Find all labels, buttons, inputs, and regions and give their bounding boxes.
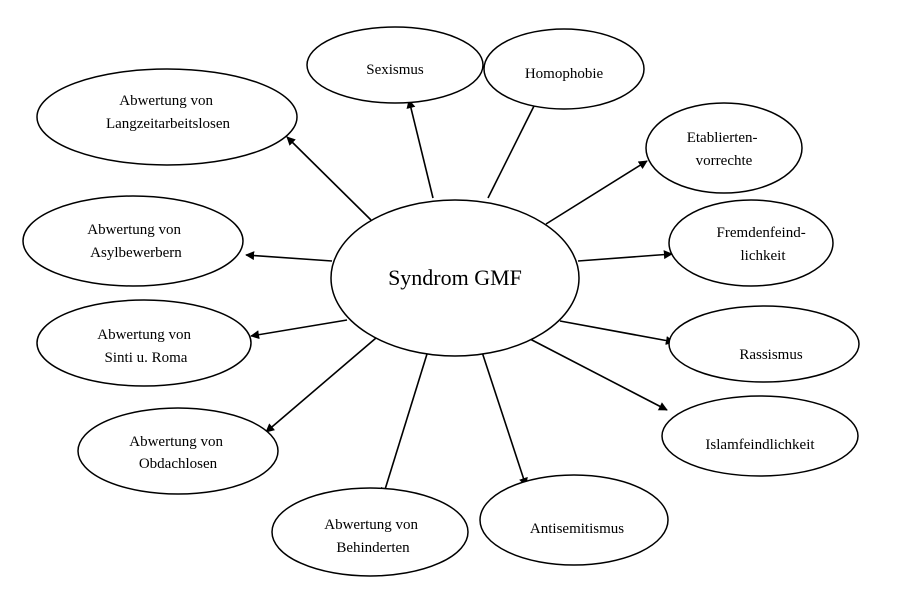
center-node: Syndrom GMF xyxy=(330,199,580,357)
node-abwertung-obdachlosen-label: Abwertung von Obdachlosen xyxy=(129,434,227,472)
node-abwertung-behinderten: Abwertung von Behinderten xyxy=(271,487,469,577)
node-fremdenfeindlichkeit-line-1: Fremdenfeind- xyxy=(717,225,806,241)
node-abwertung-obdachlosen-line-2: Obdachlosen xyxy=(139,456,218,472)
node-abwertung-behinderten-line-1: Abwertung von xyxy=(324,517,418,533)
node-abwertung-langzeitarbeitslosen: Abwertung von Langzeitarbeitslosen xyxy=(36,68,298,166)
node-abwertung-behinderten-line-2: Behinderten xyxy=(336,540,410,556)
arrow-to-rassismus xyxy=(559,320,675,345)
node-abwertung-langzeitarbeitslosen-line-2: Langzeitarbeitslosen xyxy=(106,116,231,132)
node-rassismus-label: Rassismus xyxy=(739,347,803,363)
node-abwertung-langzeitarbeitslosen-line-1: Abwertung von xyxy=(119,93,213,109)
node-abwertung-sinti-roma-label: Abwertung von Sinti u. Roma xyxy=(97,327,195,366)
node-etablierten-vorrechte-line-1: Etablierten- xyxy=(687,130,758,146)
node-homophobie: Homophobie xyxy=(483,28,645,110)
node-fremdenfeindlichkeit-line-2: lichkeit xyxy=(741,248,787,264)
node-abwertung-obdachlosen: Abwertung von Obdachlosen xyxy=(77,407,279,495)
arrow-to-etablierten-vorrechte xyxy=(545,160,648,225)
node-fremdenfeindlichkeit: Fremdenfeind- lichkeit xyxy=(668,199,834,287)
node-etablierten-vorrechte-label: Etablierten- vorrechte xyxy=(687,130,762,169)
arrow-to-fremdenfeindlichkeit xyxy=(577,250,673,262)
node-abwertung-obdachlosen-line-1: Abwertung von xyxy=(129,434,223,450)
center-label: Syndrom GMF xyxy=(388,265,522,290)
node-rassismus: Rassismus xyxy=(668,305,860,383)
center-ellipse xyxy=(330,199,580,357)
node-sexismus: Sexismus xyxy=(306,26,484,104)
arrow-to-abwertung-behinderten xyxy=(381,353,428,497)
arrow-to-abwertung-asylbewerbern xyxy=(245,251,333,262)
node-abwertung-asylbewerbern-line-2: Asylbewerbern xyxy=(90,245,182,261)
node-sexismus-line-1: Sexismus xyxy=(366,62,424,78)
arrow-to-abwertung-sinti-roma xyxy=(250,319,348,340)
node-fremdenfeindlichkeit-label: Fremdenfeind- lichkeit xyxy=(717,225,810,264)
node-islamfeindlichkeit-line-1: Islamfeindlichkeit xyxy=(705,437,815,453)
node-abwertung-langzeitarbeitslosen-label: Abwertung von Langzeitarbeitslosen xyxy=(106,93,231,132)
node-abwertung-sinti-roma-line-2: Sinti u. Roma xyxy=(105,350,188,366)
arrow-to-antisemitismus xyxy=(481,351,528,487)
node-abwertung-asylbewerbern-line-1: Abwertung von xyxy=(87,222,181,238)
node-sexismus-label: Sexismus xyxy=(366,62,424,78)
node-islamfeindlichkeit: Islamfeindlichkeit xyxy=(661,395,859,477)
node-abwertung-asylbewerbern-label: Abwertung von Asylbewerbern xyxy=(87,222,185,261)
node-etablierten-vorrechte-line-2: vorrechte xyxy=(696,153,753,169)
edges-group xyxy=(245,97,675,497)
node-abwertung-asylbewerbern: Abwertung von Asylbewerbern xyxy=(22,195,244,287)
node-homophobie-label: Homophobie xyxy=(525,66,604,82)
arrow-to-sexismus xyxy=(406,99,434,199)
node-abwertung-sinti-roma-line-1: Abwertung von xyxy=(97,327,191,343)
arrow-to-islamfeindlichkeit xyxy=(529,338,668,411)
arrow-to-homophobie xyxy=(487,97,539,199)
arrow-to-abwertung-langzeitarbeitslosen xyxy=(286,136,372,221)
node-antisemitismus-label: Antisemitismus xyxy=(530,521,624,537)
node-rassismus-line-1: Rassismus xyxy=(739,347,803,363)
node-homophobie-line-1: Homophobie xyxy=(525,66,604,82)
node-antisemitismus-line-1: Antisemitismus xyxy=(530,521,624,537)
arrow-to-abwertung-obdachlosen xyxy=(265,337,377,433)
node-etablierten-vorrechte: Etablierten- vorrechte xyxy=(645,102,803,194)
node-islamfeindlichkeit-label: Islamfeindlichkeit xyxy=(705,437,815,453)
node-antisemitismus: Antisemitismus xyxy=(479,474,669,566)
node-abwertung-sinti-roma: Abwertung von Sinti u. Roma xyxy=(36,299,252,387)
node-abwertung-behinderten-label: Abwertung von Behinderten xyxy=(324,517,422,556)
